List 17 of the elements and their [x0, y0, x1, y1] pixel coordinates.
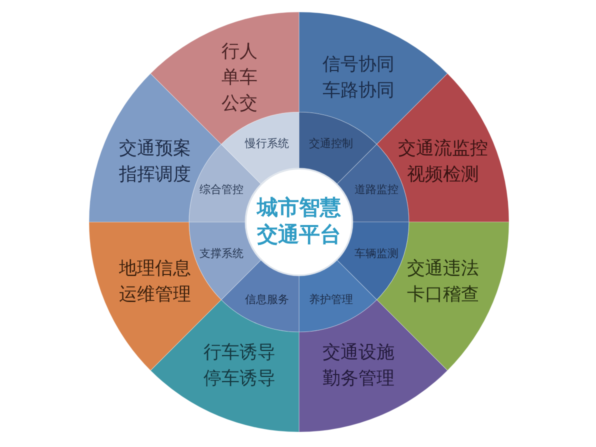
inner-segment-label: 养护管理	[309, 292, 354, 307]
segment-label: 交通预案指挥调度	[118, 137, 192, 188]
segment-label: 交通流监控视频检测	[398, 137, 490, 188]
inner-segment-label: 慢行系统	[244, 137, 289, 152]
segment-label: 行车诱导停车诱导	[202, 341, 276, 392]
inner-segment-label: 支撑系统	[199, 247, 244, 262]
inner-segment-label: 道路监控	[354, 182, 399, 197]
inner-segment-label: 交通控制	[309, 137, 354, 152]
segment-label: 交通违法卡口稽查	[406, 256, 480, 307]
segment-label: 行人单车公交	[220, 40, 258, 116]
segment-label: 地理信息运维管理	[118, 256, 192, 307]
segment-label: 交通设施勤务管理	[322, 341, 396, 392]
inner-segment-label: 信息服务	[244, 292, 289, 307]
segment-label: 信号协同车路协同	[322, 52, 396, 103]
inner-segment-label: 车辆监测	[354, 247, 399, 262]
inner-segment-label: 综合管控	[199, 182, 244, 197]
center-title: 城市智慧交通平台	[255, 194, 342, 249]
